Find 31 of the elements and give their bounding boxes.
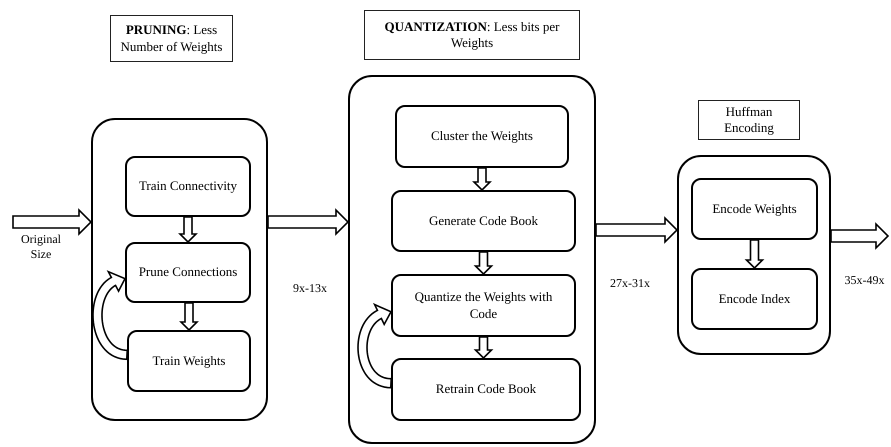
block-arrow [474, 336, 494, 360]
ratio-label: 9x-13x [292, 281, 328, 296]
process-box: Encode Index [691, 268, 818, 330]
stage-panel [677, 155, 831, 355]
ratio-label: 27x-31x [609, 276, 651, 291]
block-arrow [595, 216, 678, 244]
heading-box: Huffman Encoding [698, 100, 800, 140]
block-arrow [178, 216, 198, 244]
block-arrow [267, 208, 350, 236]
block-arrow [474, 251, 494, 276]
stage-panel [91, 118, 268, 421]
process-box: Prune Connections [125, 242, 251, 303]
heading-box: QUANTIZATION: Less bits per Weights [364, 10, 580, 60]
process-box: Generate Code Book [391, 190, 576, 252]
process-box: Quantize the Weights with Code [391, 274, 576, 337]
block-arrow [830, 222, 890, 250]
block-arrow [744, 239, 764, 270]
block-arrow [179, 302, 199, 332]
process-box: Cluster the Weights [395, 105, 569, 168]
block-arrow [92, 270, 128, 360]
process-box: Train Connectivity [125, 156, 251, 217]
block-arrow [357, 302, 392, 389]
block-arrow [472, 167, 492, 192]
process-box: Retrain Code Book [391, 358, 581, 421]
ratio-label: 35x-49x [844, 273, 886, 288]
stage-panel [348, 75, 596, 444]
block-arrow [12, 208, 92, 236]
process-box: Train Weights [127, 330, 251, 392]
process-box: Encode Weights [691, 178, 818, 240]
heading-box: PRUNING: Less Number of Weights [110, 15, 233, 62]
ratio-label: Original Size [20, 232, 62, 262]
